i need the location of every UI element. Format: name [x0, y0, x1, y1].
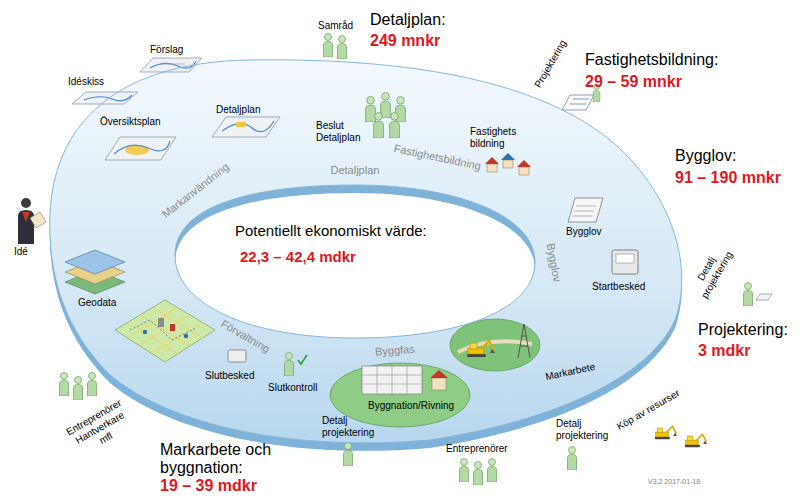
phase-label: Fastighetsbildning — [392, 141, 481, 172]
step-label: Översiktsplan — [100, 116, 161, 128]
version-note: V3.2 2017-01-18 — [648, 478, 700, 486]
cost-heading: Detaljplan: — [370, 10, 446, 29]
step-label: Entreprenörer Hantverkare mfl — [62, 396, 137, 460]
cost-heading: Bygglov: — [675, 146, 736, 165]
step-label: Samråd — [318, 20, 353, 32]
step-label: Detalj projektering — [556, 418, 616, 442]
cost-heading: Markarbete och byggnation: — [160, 441, 290, 477]
step-label: Förslag — [150, 44, 183, 56]
step-label: Byggnation/Rivning — [368, 400, 454, 412]
step-label: Bygglov — [566, 226, 602, 238]
step-label: Idéskiss — [68, 76, 104, 88]
step-label: Slutbesked — [205, 370, 254, 382]
step-label: Slutkontroll — [268, 382, 317, 394]
cost-value: 3 mdkr — [698, 341, 750, 360]
step-label: Idé — [14, 246, 28, 258]
step-label: Detalj projektering — [687, 240, 738, 304]
step-label: Geodata — [78, 297, 116, 309]
step-label: Detaljplan — [216, 104, 260, 116]
phase-label: Förvaltning — [218, 317, 272, 356]
value-summary: Potentiellt ekonomiskt värde: 22,3 – 42,4… — [235, 218, 440, 270]
cost-value: 19 – 39 mdkr — [160, 477, 257, 495]
cost-heading: Projektering: — [698, 320, 788, 339]
value-heading: Potentiellt ekonomiskt värde: — [235, 222, 427, 239]
step-label: Projektering — [532, 38, 569, 90]
cost-value: 249 mnkr — [370, 31, 440, 50]
step-label: Detalj projektering — [322, 415, 382, 439]
phase-label: Markanvändning — [159, 160, 231, 220]
step-label: Beslut Detaljplan — [316, 120, 368, 144]
step-label: Köp av resurser — [614, 387, 681, 433]
step-label: Fastighets bildning — [470, 126, 522, 150]
phase-label: Byggfas — [375, 342, 416, 358]
step-label: Entreprenörer — [446, 443, 508, 455]
cost-value: 91 – 190 mnkr — [675, 168, 781, 187]
cost-heading: Fastighetsbildning: — [585, 50, 718, 69]
phase-label: Bygglov — [543, 242, 563, 283]
value-amount: 22,3 – 42,4 mdkr — [240, 244, 356, 270]
step-label: Startbesked — [592, 281, 645, 293]
cost-value: 29 – 59 mnkr — [585, 72, 682, 91]
phase-label: Detaljplan — [331, 164, 380, 177]
